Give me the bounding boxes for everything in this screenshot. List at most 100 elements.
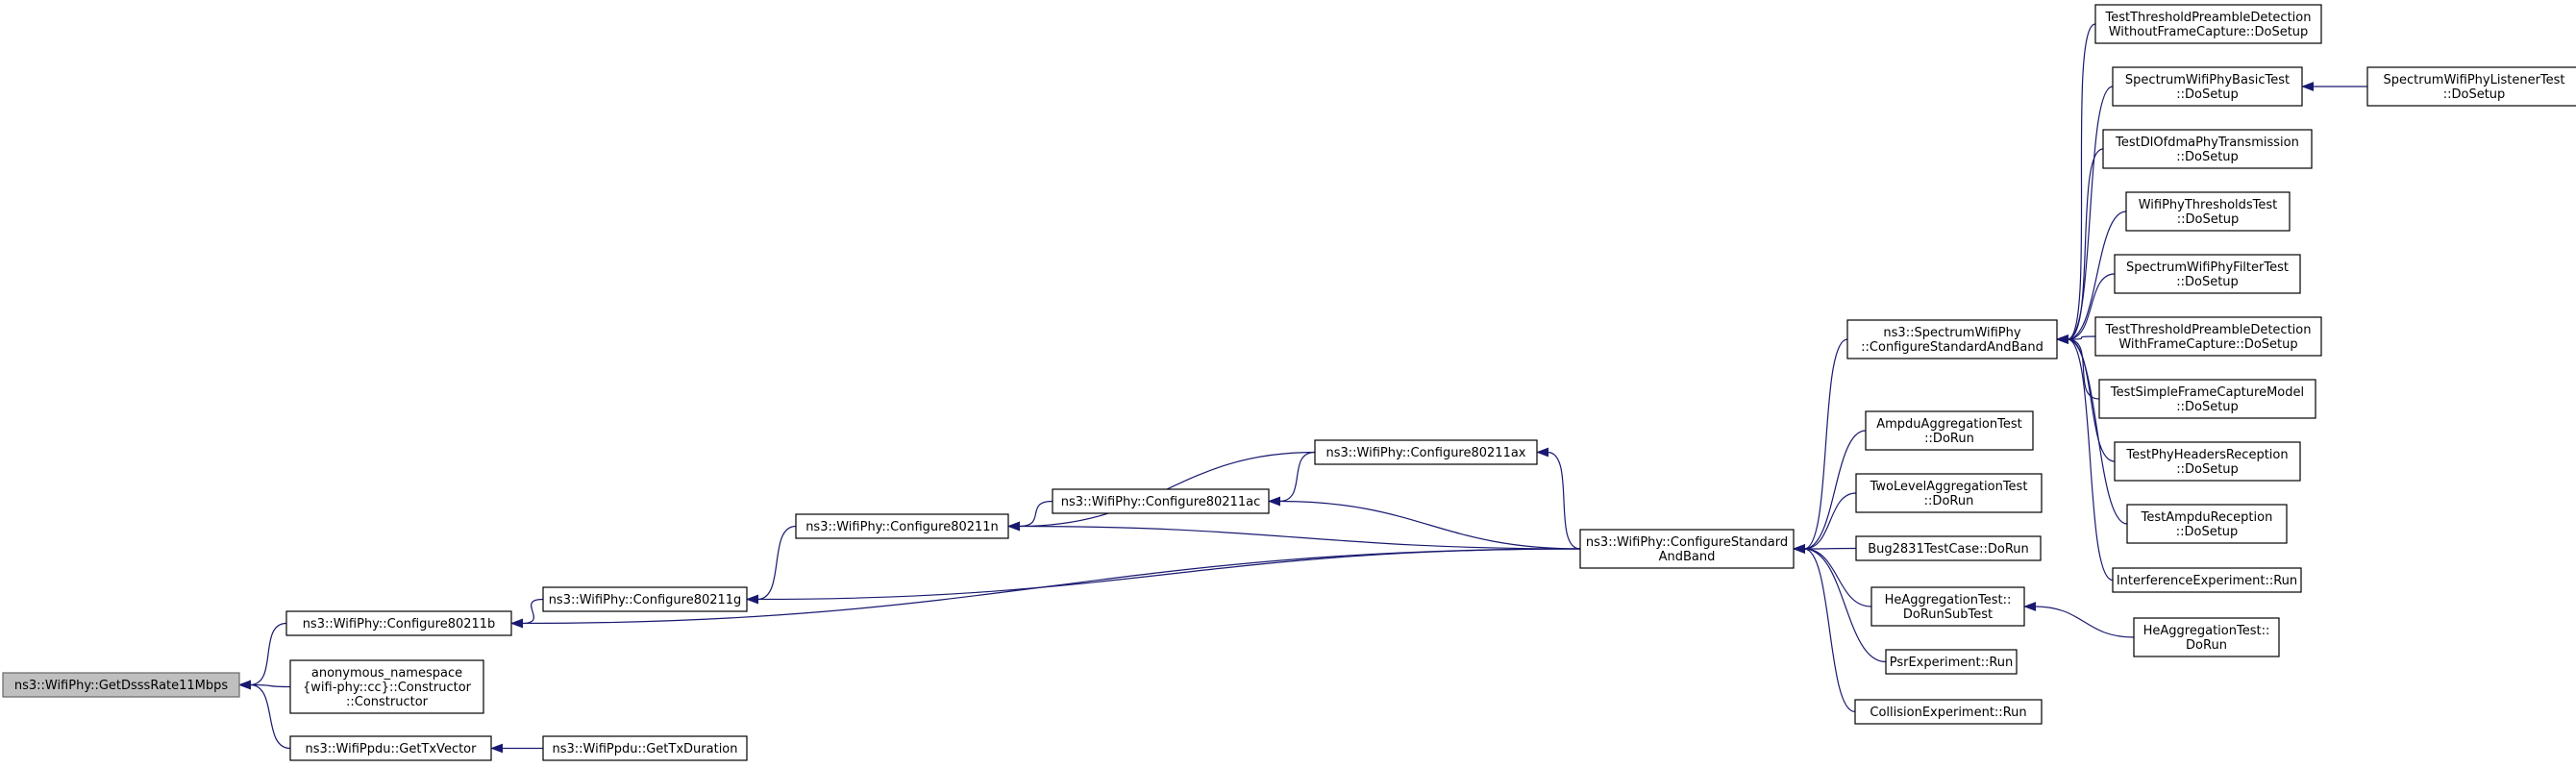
node-box [542,735,748,761]
node-box [2112,567,2302,593]
node-label-line: ns3::WifiPpdu::GetTxDuration [552,742,737,756]
node-gettxvector[interactable]: ns3::WifiPpdu::GetTxVector [289,735,492,761]
edge-tsfcm-to-spectrum [2067,338,2100,400]
node-label-line: CollisionExperiment::Run [1870,706,2026,720]
node-interf[interactable]: InterferenceExperiment::Run [2112,567,2302,593]
arrowhead-icon [2056,334,2068,344]
arrowhead-icon [510,618,523,629]
node-label-line: ns3::WifiPpdu::GetTxVector [306,742,478,756]
node-c80211g[interactable]: ns3::WifiPhy::Configure80211g [542,586,748,612]
node-label-line: ::DoSetup [2177,212,2240,227]
node-label-line: ::DoSetup [2176,462,2239,477]
node-swplt[interactable]: SpectrumWifiPhyListenerTest::DoSetup [2366,66,2576,107]
node-ampdu[interactable]: AmpduAggregationTest::DoRun [1865,410,2034,451]
node-label-line: TestThresholdPreambleDetection [2105,11,2312,25]
node-box [2,672,240,698]
node-c80211n[interactable]: ns3::WifiPhy::Configure80211n [795,513,1009,539]
arrowhead-icon [2301,82,2314,91]
node-c80211b[interactable]: ns3::WifiPhy::Configure80211b [285,610,512,636]
node-box [1052,488,1270,514]
node-label-line: TestSimpleFrameCaptureModel [2110,385,2304,400]
node-label-line: SpectrumWifiPhyListenerTest [2383,73,2564,87]
node-label-line: {wifi-phy::cc}::Constructor [303,681,472,695]
node-heaggsub[interactable]: HeAggregationTest::DoRunSubTest [1870,586,2025,627]
node-swpft[interactable]: SpectrumWifiPhyFilterTest::DoSetup [2114,254,2301,294]
node-label-line: HeAggregationTest:: [1885,593,2012,607]
node-tphr[interactable]: TestPhyHeadersReception::DoSetup [2114,441,2301,482]
node-label-line: WithoutFrameCapture::DoSetup [2109,25,2309,39]
node-ttpd_w[interactable]: TestThresholdPreambleDetectionWithFrameC… [2094,316,2322,357]
edges-layer [238,23,2367,754]
node-label-line: ::DoSetup [2443,87,2506,102]
node-label-line: ::DoSetup [2176,275,2239,289]
node-label-line: AmpduAggregationTest [1876,417,2021,432]
edge-c80211ax-to-c80211ac [1278,451,1316,503]
node-wpthr[interactable]: WifiPhyThresholdsTest::DoSetup [2125,191,2291,232]
node-box [795,513,1009,539]
node-label-line: SpectrumWifiPhyFilterTest [2126,260,2289,275]
node-box [2102,129,2313,169]
node-label-line: ns3::WifiPhy::Configure80211ax [1325,446,1525,460]
node-collision[interactable]: CollisionExperiment::Run [1854,699,2043,725]
node-heaggrun[interactable]: HeAggregationTest::DoRun [2133,617,2280,657]
edge-anon-to-root [249,683,291,688]
edge-csab-to-c80211g [756,548,1581,601]
node-label-line: ::DoSetup [2176,150,2239,164]
edge-swpbt-to-spectrum [2067,86,2114,340]
node-label-line: ::DoRun [1924,494,1974,508]
edge-tampdu-to-spectrum [2067,338,2128,525]
edge-tdlofdma-to-spectrum [2067,148,2104,340]
node-label-line: ns3::WifiPhy::ConfigureStandard [1586,535,1788,550]
node-label-line: Bug2831TestCase::DoRun [1868,542,2029,557]
arrowhead-icon [2023,602,2036,611]
node-label-line: TestThresholdPreambleDetection [2105,323,2312,337]
node-label-line: TestAmpduReception [2141,510,2273,525]
node-twolevel[interactable]: TwoLevelAggregationTest::DoRun [1855,473,2043,513]
node-label-line: ns3::WifiPhy::Configure80211b [303,617,496,632]
node-box [2094,316,2322,357]
node-spectrum[interactable]: ns3::SpectrumWifiPhy::ConfigureStandardA… [1846,319,2058,359]
node-label-line: WifiPhyThresholdsTest [2139,198,2278,212]
node-label-line: ::DoSetup [2176,525,2239,539]
node-box [2098,379,2316,419]
node-c80211ac[interactable]: ns3::WifiPhy::Configure80211ac [1052,488,1270,514]
node-bug2831[interactable]: Bug2831TestCase::DoRun [1855,535,2042,561]
node-box [1314,439,1538,465]
node-tdlofdma[interactable]: TestDlOfdmaPhyTransmission::DoSetup [2102,129,2313,169]
node-psr[interactable]: PsrExperiment::Run [1885,649,2018,675]
edge-collision-to-csab [1803,548,1856,713]
node-gettxduration[interactable]: ns3::WifiPpdu::GetTxDuration [542,735,748,761]
node-anon[interactable]: anonymous_namespace{wifi-phy::cc}::Const… [289,659,484,714]
node-box [289,659,484,714]
node-label-line: TwoLevelAggregationTest [1870,480,2028,494]
node-label-line: DoRun [2186,638,2227,653]
node-c80211ax[interactable]: ns3::WifiPhy::Configure80211ax [1314,439,1538,465]
node-label-line: SpectrumWifiPhyBasicTest [2125,73,2290,87]
node-label-line: ns3::WifiPhy::Configure80211g [549,593,742,607]
node-tampdu[interactable]: TestAmpduReception::DoSetup [2126,504,2288,544]
node-box [285,610,512,636]
node-box [2133,617,2280,657]
arrowhead-icon [1793,544,1805,554]
node-root[interactable]: ns3::WifiPhy::GetDsssRate11Mbps [2,672,240,698]
node-label-line: TestPhyHeadersReception [2125,448,2288,462]
edge-c80211ac-to-c80211n [1018,500,1053,528]
node-label-line: AndBand [1659,550,1716,564]
node-tsfcm[interactable]: TestSimpleFrameCaptureModel::DoSetup [2098,379,2316,419]
node-label-line: ns3::WifiPhy::GetDsssRate11Mbps [14,679,229,693]
arrowhead-icon [746,594,758,605]
arrowhead-icon [238,680,251,690]
node-box [1855,473,2043,513]
edge-twolevel-to-csab [1803,492,1857,550]
node-box [1870,586,2025,627]
node-box [2114,254,2301,294]
edge-ttpd_wo-to-spectrum [2067,23,2096,340]
node-label-line: HeAggregationTest:: [2143,624,2270,638]
node-swpbt[interactable]: SpectrumWifiPhyBasicTest::DoSetup [2112,66,2303,107]
node-csab[interactable]: ns3::WifiPhy::ConfigureStandardAndBand [1579,529,1795,569]
node-label-line: WithFrameCapture::DoSetup [2118,337,2297,352]
edge-spectrum-to-csab [1803,338,1848,550]
node-ttpd_wo[interactable]: TestThresholdPreambleDetectionWithoutFra… [2094,4,2322,44]
node-box [1865,410,2034,451]
